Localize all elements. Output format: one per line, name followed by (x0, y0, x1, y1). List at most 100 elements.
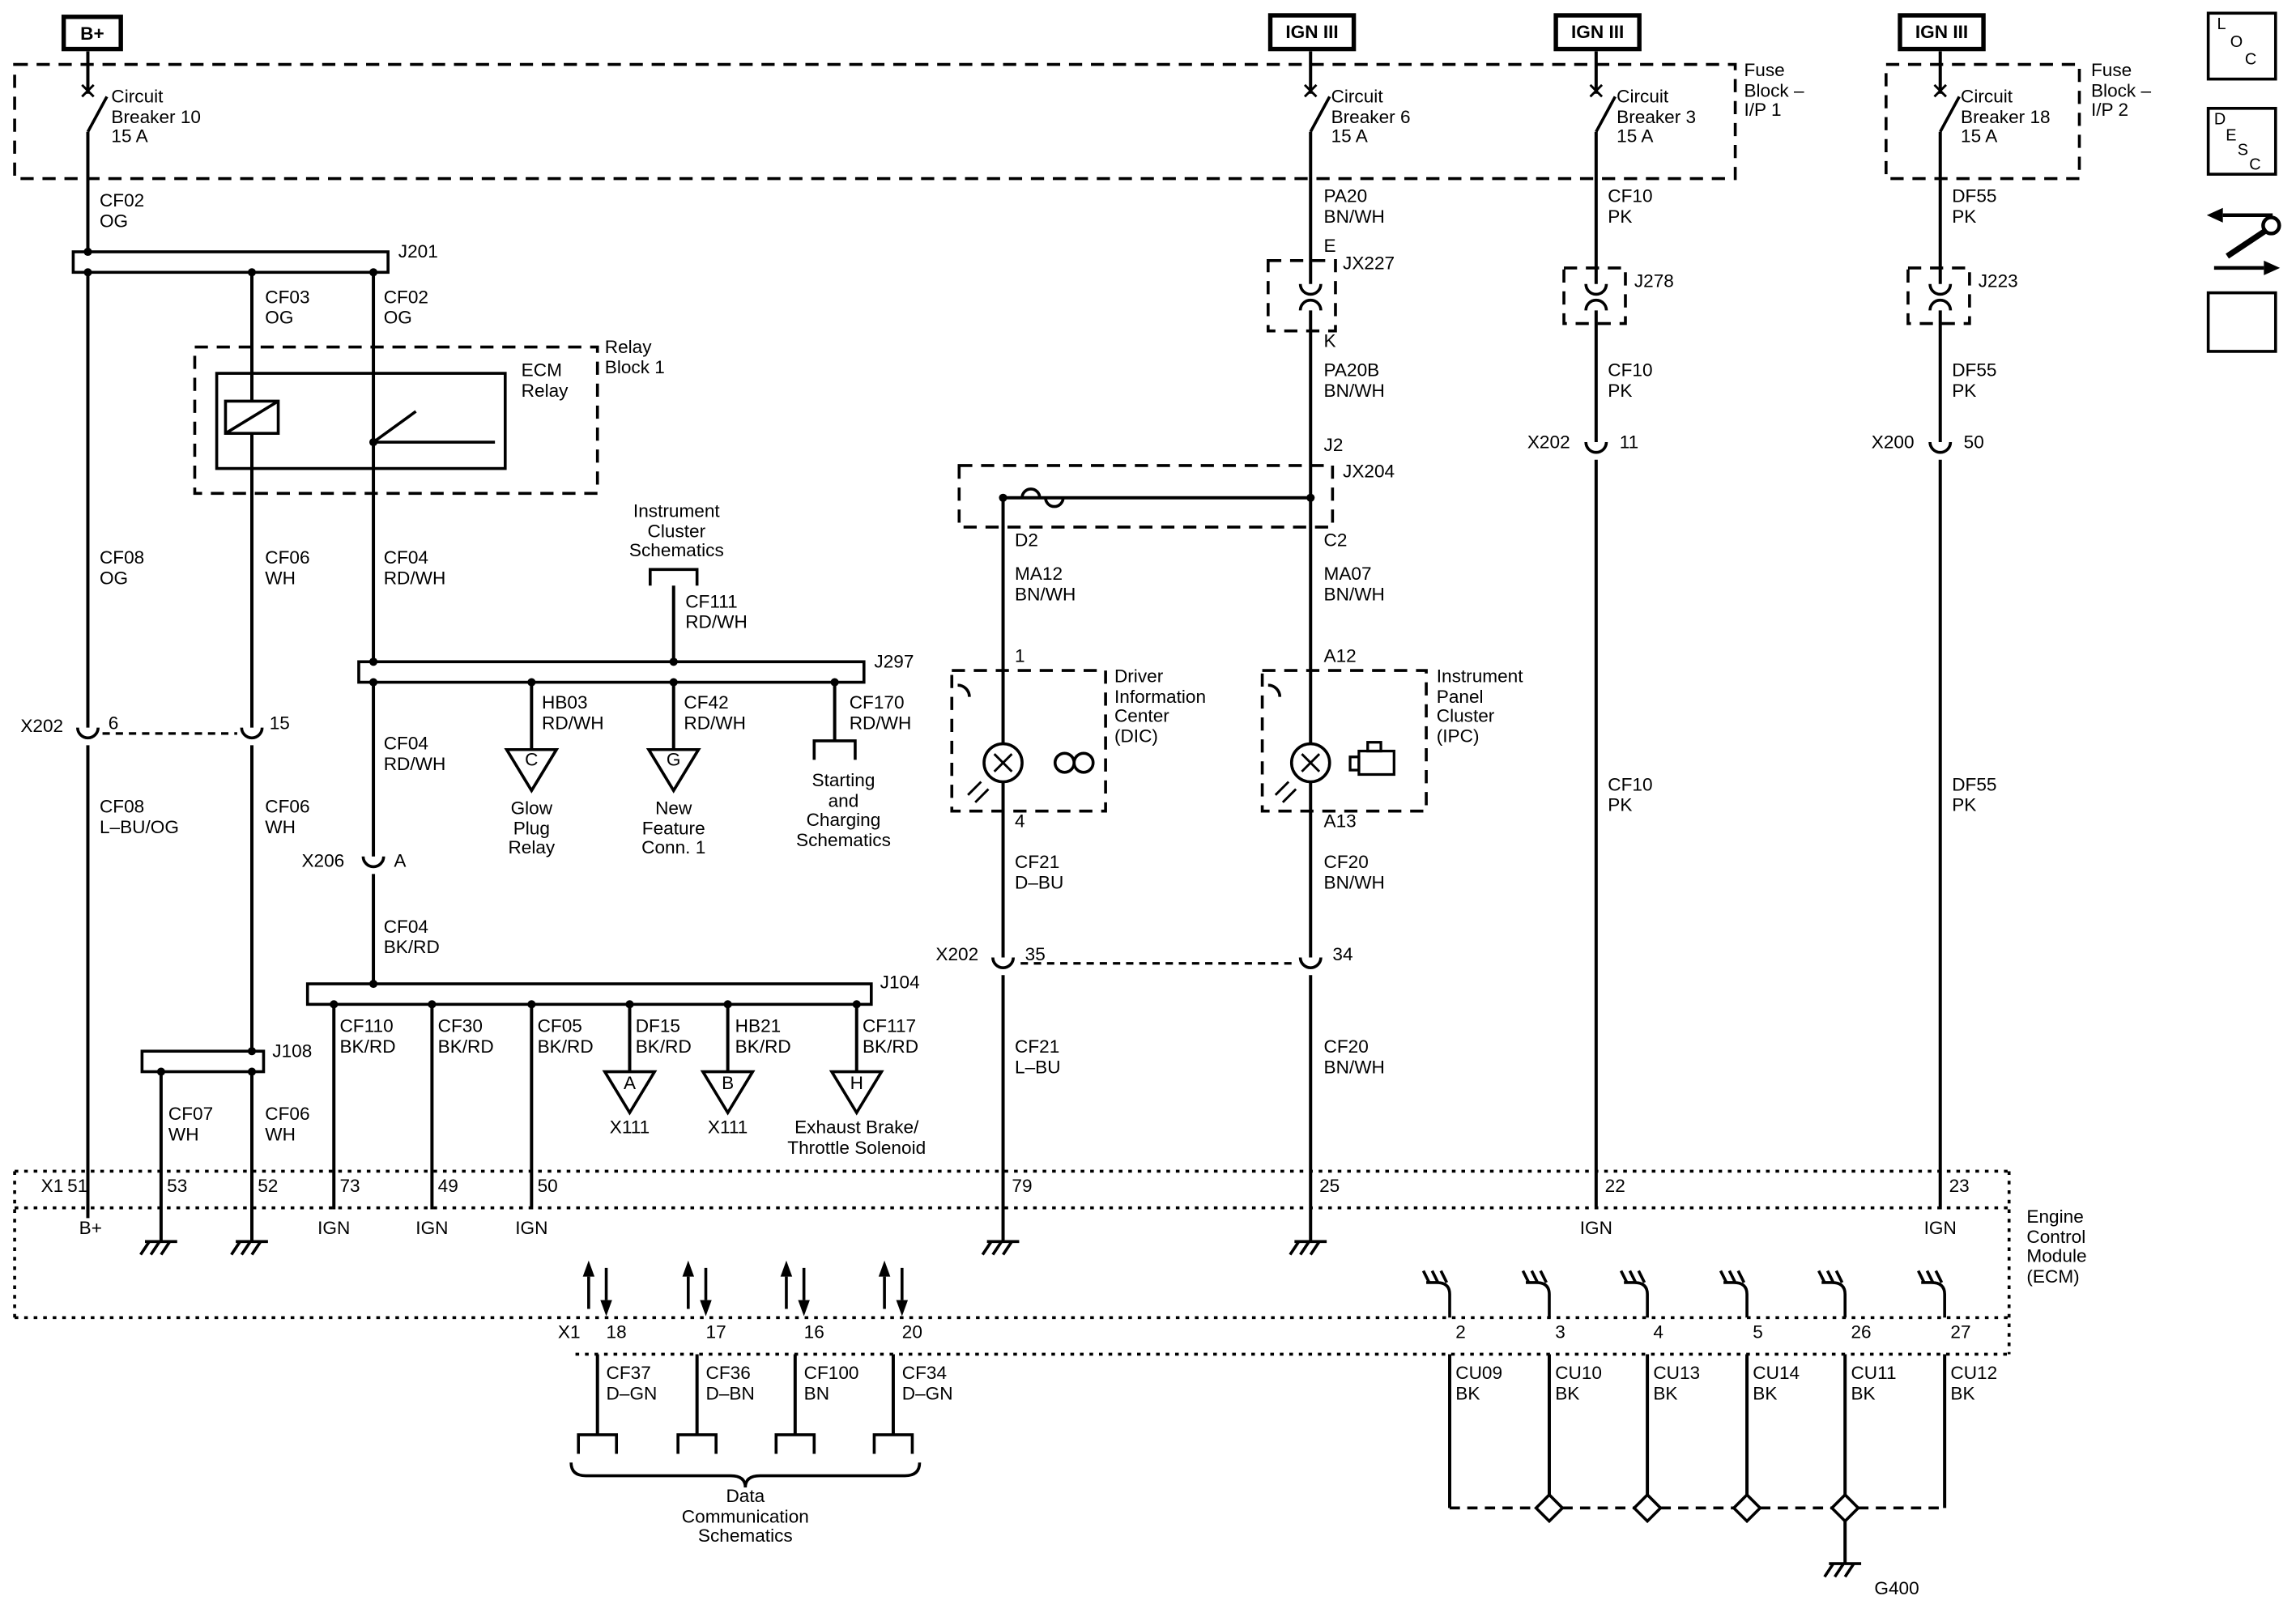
relay-block-1-label: Relay Block 1 (604, 336, 665, 377)
pin-53: 53 (167, 1175, 188, 1197)
pin-k: K (1323, 330, 1336, 351)
wire-cf37-dgn: CF37 D–GN (606, 1363, 658, 1404)
x1-top-label: X1 (40, 1175, 64, 1197)
circuit-breaker-10-label: Circuit Breaker 10 15 A (111, 86, 201, 147)
pin-23: 23 (1949, 1175, 1970, 1197)
wire-cf10-pk-2: CF10 PK (1608, 360, 1653, 401)
wire-cf03-og: CF03 OG (265, 287, 310, 328)
wire-cf34-dgn: CF34 D–GN (901, 1363, 953, 1404)
bplus-terminal: B+ (61, 15, 123, 52)
ecm-relay-label: ECM Relay (521, 360, 569, 401)
pin-4b: 4 (1653, 1321, 1663, 1343)
fuse-block-ip1-outline (13, 62, 1737, 181)
x206-label: X206 (301, 850, 345, 871)
circuit-breaker-18-label: Circuit Breaker 18 15 A (1961, 86, 2051, 147)
wire-cf04-rdwh-1: CF04 RD/WH (383, 547, 446, 588)
pin-25: 25 (1319, 1175, 1340, 1197)
wire-cf06-wh-3: CF06 WH (265, 1104, 310, 1145)
desc-letter-e: E (2226, 127, 2237, 146)
desc-letter-c: C (2249, 156, 2261, 175)
pin-34: 34 (1332, 944, 1353, 965)
pin-52: 52 (258, 1175, 279, 1197)
pin-50-x200: 50 (1963, 432, 1984, 453)
ign3-terminal-2: IGN III (1553, 13, 1642, 52)
wire-df55-pk-1: DF55 PK (1952, 185, 1997, 227)
j201-label: J201 (398, 241, 438, 262)
wire-cf02-og-1: CF02 OG (99, 190, 145, 231)
pin-17: 17 (705, 1321, 726, 1343)
triangle-h (829, 1070, 884, 1116)
ecm-ign-label-3: IGN (515, 1218, 548, 1239)
ecm-bplus-label: B+ (79, 1218, 102, 1239)
wire-pa20b-bnwh: PA20B BN/WH (1323, 360, 1385, 401)
pin-22: 22 (1604, 1175, 1625, 1197)
wire-cu10-bk: CU10 BK (1555, 1363, 1603, 1404)
wire-cf21-dbu: CF21 D–BU (1015, 852, 1064, 893)
pin-20: 20 (901, 1321, 922, 1343)
ipc-label: Instrument Panel Cluster (IPC) (1436, 666, 1523, 747)
triangle-g (645, 747, 701, 794)
x111-label-2: X111 (707, 1117, 748, 1138)
pin-e: E (1323, 236, 1336, 257)
x200-label: X200 (1871, 432, 1915, 453)
ecm-outline (13, 1169, 2011, 1356)
junction-bars (71, 250, 873, 1074)
ecm-internal-ground-symbols (1421, 1270, 1946, 1318)
wire-cf100-bn: CF100 BN (803, 1363, 859, 1404)
wire-cu12-bk: CU12 BK (1950, 1363, 1998, 1404)
glow-plug-relay-ref: Glow Plug Relay (508, 798, 556, 858)
pin-79: 79 (1012, 1175, 1033, 1197)
wire-cf06-wh-2: CF06 WH (265, 796, 310, 837)
pin-j2: J2 (1323, 435, 1344, 456)
wire-cu14-bk: CU14 BK (1753, 1363, 1800, 1404)
pin-26: 26 (1851, 1321, 1872, 1343)
junction-dots (83, 247, 1315, 1076)
service-tools-icon[interactable] (2206, 207, 2281, 275)
offpage-connector-symbols (577, 568, 914, 1454)
j278-label: J278 (1634, 270, 1674, 291)
pin-15: 15 (269, 713, 290, 734)
wire-cf21-lbu: CF21 L–BU (1015, 1036, 1061, 1077)
data-direction-arrows (582, 1260, 909, 1317)
wire-cf36-dbn: CF36 D–BN (705, 1363, 755, 1404)
wire-df55-pk-3: DF55 PK (1952, 774, 1997, 815)
j201-bar (71, 250, 390, 274)
wires (86, 51, 1947, 1564)
dic-label: Driver Information Center (DIC) (1114, 666, 1207, 747)
circuit-breaker-symbols (81, 83, 1961, 133)
wire-cf30-bkrd: CF30 BK/RD (437, 1015, 494, 1057)
pin-27: 27 (1950, 1321, 1971, 1343)
next-page-button[interactable] (2206, 291, 2277, 353)
fuse-block-ip2-outline (1885, 62, 2081, 181)
desc-letter-d: D (2213, 111, 2226, 130)
ecm-ign-label-5: IGN (1923, 1218, 1957, 1239)
triangle-c (504, 747, 560, 794)
g400-label: G400 (1874, 1578, 1919, 1599)
jx227-outline (1267, 259, 1337, 333)
ipc-outline (1260, 669, 1428, 813)
inline-connector-symbols (76, 283, 1953, 969)
desc-button[interactable] (2206, 106, 2277, 176)
wire-df55-pk-2: DF55 PK (1952, 360, 1997, 401)
wire-ma07-bnwh: MA07 BN/WH (1323, 564, 1385, 604)
instrument-cluster-ref: Instrument Cluster Schematics (628, 500, 724, 561)
j104-bar (305, 982, 873, 1006)
wire-cf02-og-2: CF02 OG (383, 287, 429, 328)
ecm-ign-label-1: IGN (317, 1218, 351, 1239)
circuit-breaker-6-label: Circuit Breaker 6 15 A (1331, 86, 1411, 147)
loc-button[interactable] (2206, 11, 2277, 81)
wire-cf06-wh-1: CF06 WH (265, 547, 310, 588)
pin-c2: C2 (1323, 530, 1348, 551)
relay-block-1-outline (193, 345, 599, 496)
j297-bar (357, 660, 866, 684)
j223-label: J223 (1978, 270, 2018, 291)
triangle-a-letter: A (623, 1073, 637, 1094)
new-feature-ref: New Feature Conn. 1 (641, 798, 706, 858)
dashed-block-outlines (13, 62, 2081, 813)
connector-triangles (504, 747, 884, 1116)
data-comm-ref: Data Communication Schematics (681, 1486, 809, 1547)
j104-label: J104 (880, 972, 920, 993)
wire-cf170-rdwh: CF170 RD/WH (849, 692, 912, 733)
ecm-ign-label-2: IGN (415, 1218, 449, 1239)
wire-df15-bkrd: DF15 BK/RD (635, 1015, 692, 1057)
